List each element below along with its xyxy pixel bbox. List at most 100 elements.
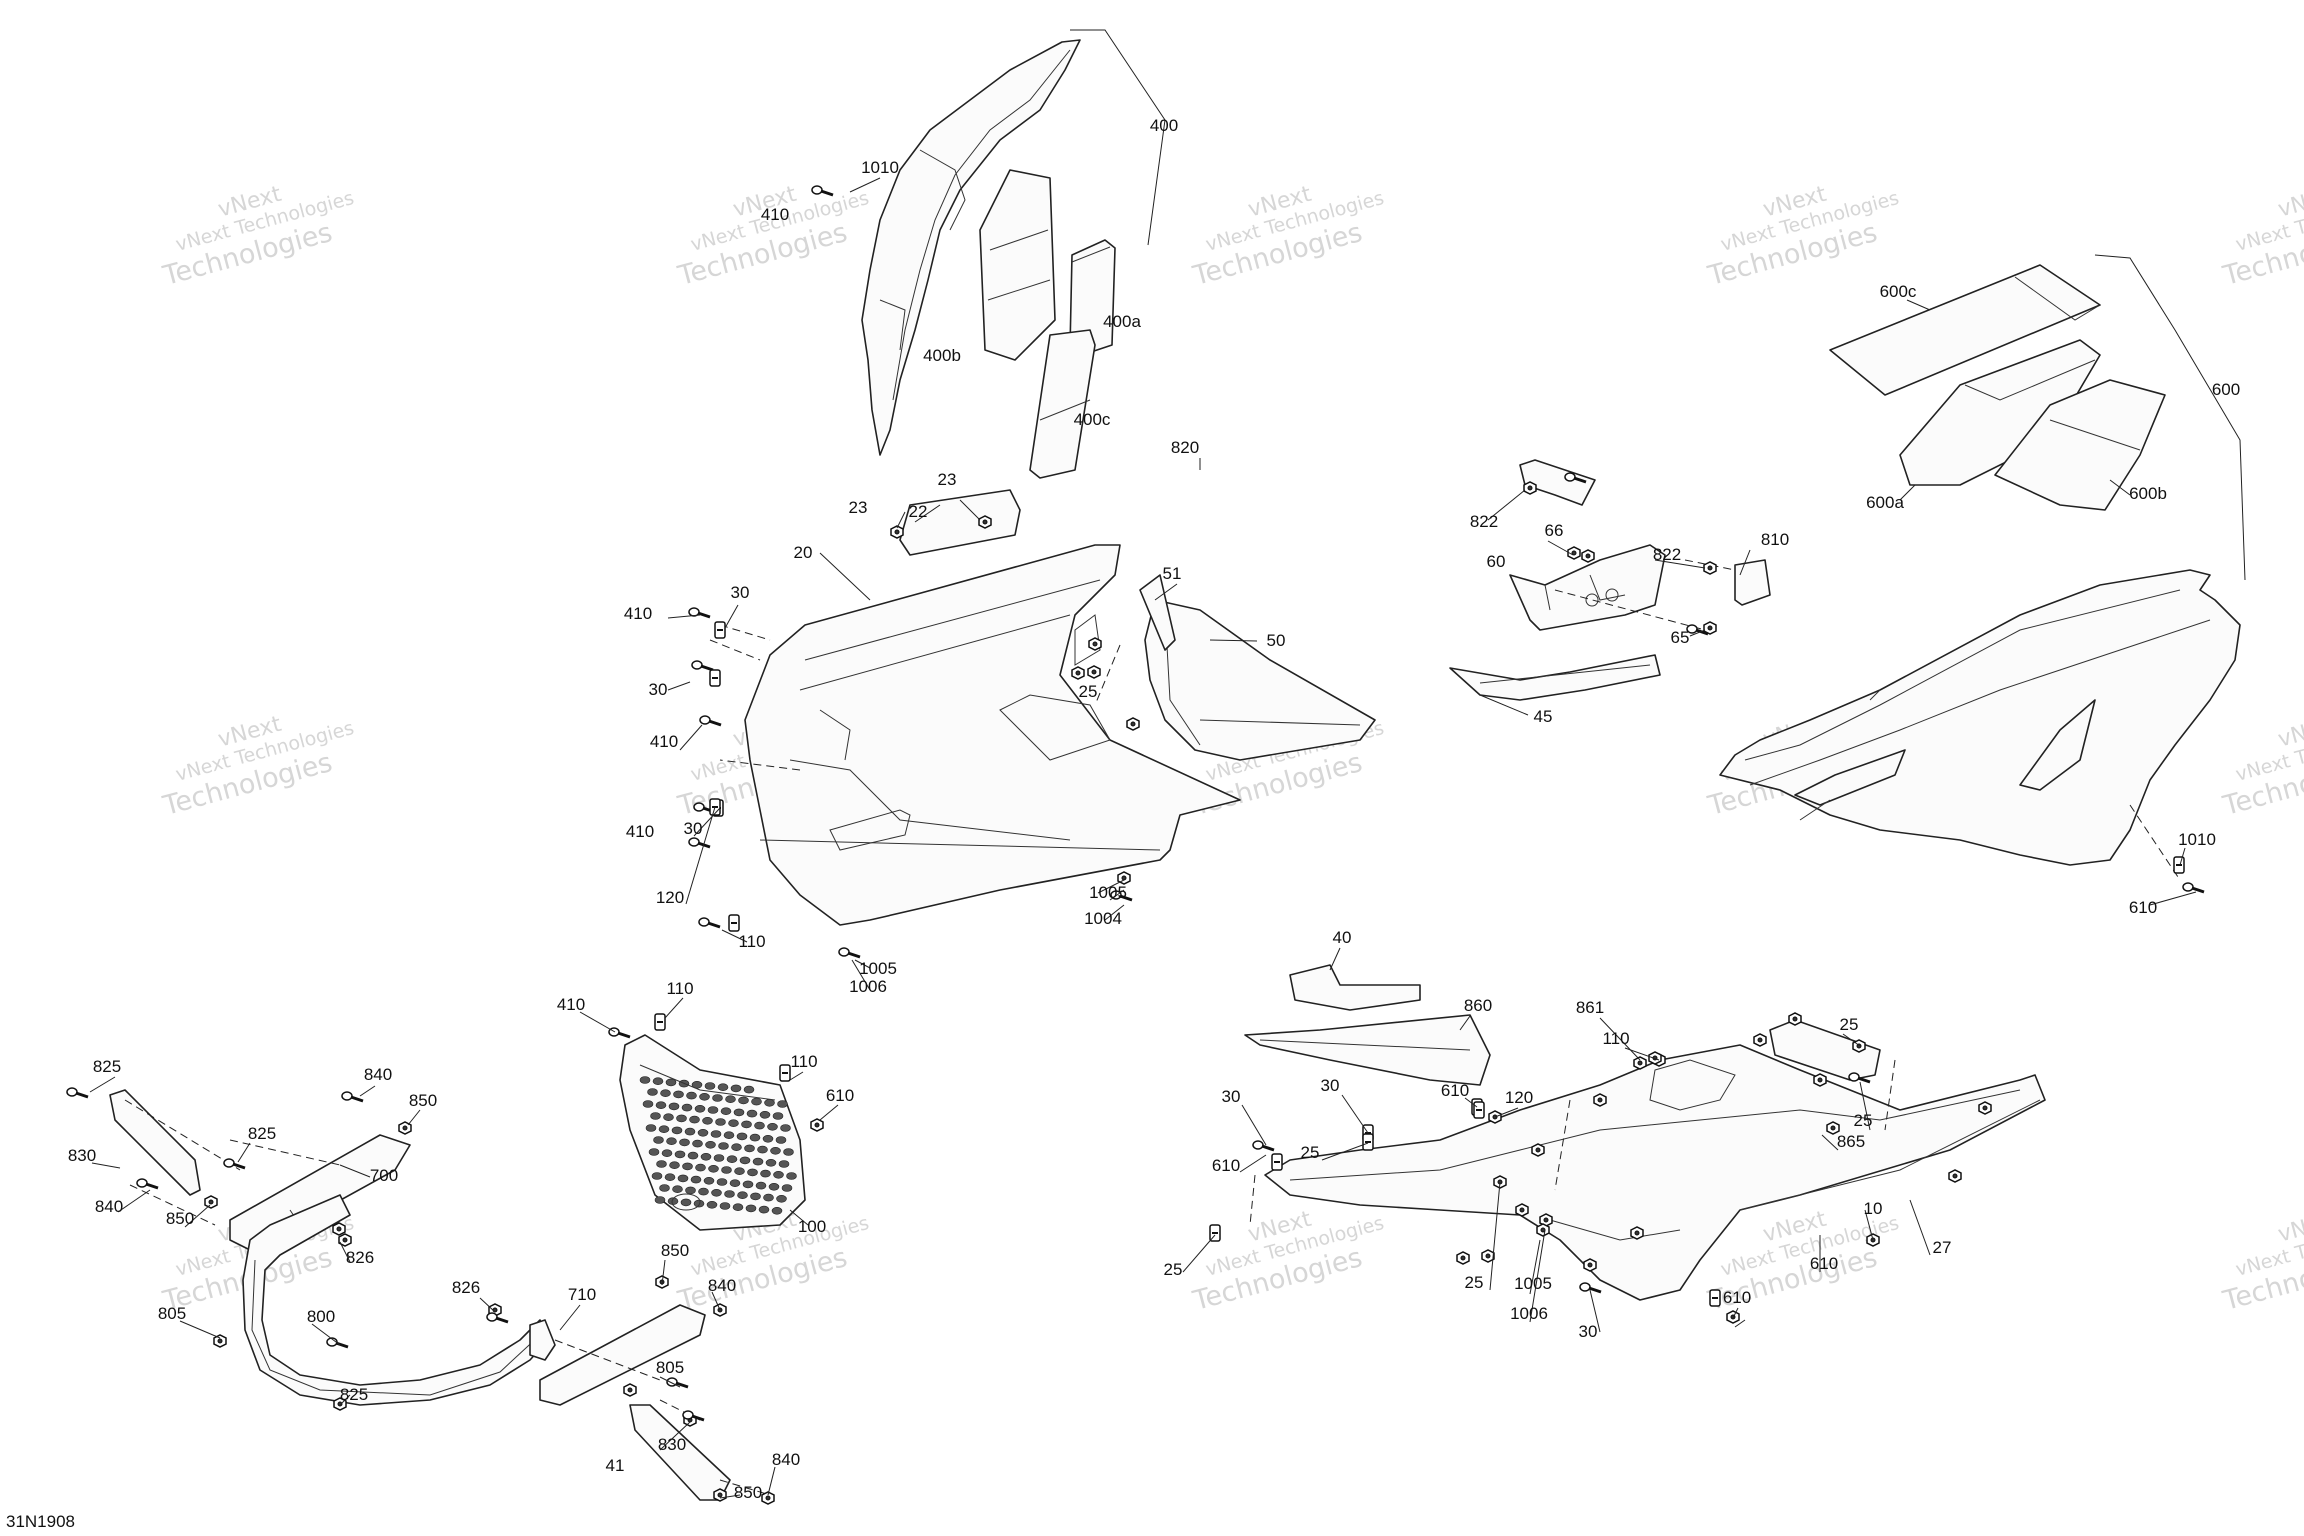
callout-label: 30: [731, 583, 750, 602]
leader-line: [1624, 1047, 1660, 1061]
grille-hole: [725, 1095, 736, 1103]
callout-label: 820: [1171, 438, 1199, 457]
grille-hole: [648, 1148, 660, 1156]
bolt-head: [223, 1158, 235, 1168]
callout-label: 610: [1441, 1081, 1469, 1100]
callout-label: 410: [626, 822, 654, 841]
grille-hole: [752, 1157, 764, 1166]
grille-hole: [773, 1171, 784, 1179]
grille-hole: [744, 1144, 755, 1153]
callout-label: 410: [557, 995, 585, 1014]
grille-hole: [659, 1184, 670, 1192]
grille-hole: [718, 1142, 729, 1150]
part-20-center-body: [744, 489, 1241, 926]
grille-hole: [656, 1160, 667, 1168]
grille-hole: [762, 1135, 774, 1143]
callout-label: 25: [1840, 1015, 1859, 1034]
grille-hole: [706, 1201, 718, 1209]
grille-hole: [758, 1205, 770, 1214]
grouping-brackets: [1070, 29, 2246, 581]
bolt-head: [691, 660, 703, 670]
nut-hole: [627, 1387, 633, 1393]
callout-label: 100: [798, 1217, 826, 1236]
callout-label: 110: [738, 932, 765, 951]
grille-hole: [760, 1169, 771, 1178]
callout-label: 826: [452, 1278, 480, 1297]
callout-label: 825: [340, 1385, 368, 1404]
nut-hole: [1757, 1037, 1763, 1043]
nut-hole: [1460, 1255, 1466, 1261]
leader-line: [819, 1104, 839, 1121]
grille-hole: [721, 1166, 732, 1174]
bolt-head: [2182, 882, 2194, 892]
bolt-head: [341, 1091, 353, 1101]
grille-hole: [728, 1119, 739, 1127]
callout-label: 25: [1465, 1273, 1484, 1292]
leader-line: [1487, 489, 1526, 521]
leader-line: [1489, 1181, 1501, 1291]
callout-label: 610: [1810, 1254, 1838, 1273]
leader-line: [2149, 891, 2197, 906]
leader-line: [1859, 1081, 1871, 1131]
grille-hole: [699, 1093, 710, 1101]
bolt-shank: [617, 1031, 631, 1039]
grille-hole: [768, 1183, 780, 1191]
grille-hole: [749, 1133, 761, 1142]
leader-line: [721, 929, 748, 943]
grille-hole: [686, 1091, 697, 1100]
bolt-head: [838, 947, 850, 957]
figure-code: 31N1908: [6, 1512, 76, 1531]
grille-hole: [734, 1167, 745, 1175]
leader-line: [659, 1421, 691, 1451]
grille-hole: [711, 1189, 722, 1197]
leader-line: [1341, 1094, 1369, 1134]
callout-label: 1005: [1089, 883, 1127, 902]
grille-hole: [757, 1145, 768, 1154]
callout-label: 600b: [2129, 484, 2167, 503]
bolt-shank: [1857, 1076, 1871, 1084]
leader-line: [667, 614, 701, 619]
grille-hole: [716, 1178, 728, 1186]
callout-label: 830: [68, 1146, 96, 1165]
leader-line: [559, 1304, 581, 1331]
grille-hole: [763, 1193, 774, 1202]
leader-line: [959, 499, 981, 521]
nut-hole: [342, 1237, 348, 1243]
leader-line: [479, 1297, 496, 1313]
callout-label: 600c: [1880, 282, 1917, 301]
grille-hole: [738, 1096, 749, 1105]
grille-hole: [704, 1082, 716, 1090]
bolt-shank: [847, 951, 861, 959]
leader-line: [1097, 879, 1125, 894]
grille-hole: [665, 1078, 677, 1087]
grille-hole: [776, 1195, 787, 1203]
part-40-shield: [1244, 1014, 1491, 1086]
callout-label: 610: [1723, 1288, 1751, 1307]
grille-hole: [715, 1118, 726, 1126]
callout-label: 800: [307, 1307, 335, 1326]
bolt-head: [682, 1410, 694, 1420]
grille-hole: [783, 1148, 794, 1156]
part-60-bracket-assembly: [1449, 459, 1771, 701]
grille-hole: [747, 1168, 758, 1177]
bolt-shank: [1261, 1144, 1275, 1152]
nut-hole: [1707, 565, 1713, 571]
leader-line: [1909, 1199, 1931, 1256]
callout-label: 30: [1579, 1322, 1598, 1341]
nut-hole: [814, 1122, 820, 1128]
leader-line: [1182, 1234, 1216, 1273]
nut-hole: [1634, 1230, 1640, 1236]
nut-hole: [1121, 875, 1127, 881]
callout-label: 45: [1534, 707, 1553, 726]
leader-line: [1494, 1107, 1519, 1118]
callout-label: 850: [409, 1091, 437, 1110]
leader-line: [1589, 1289, 1601, 1333]
leader-line: [1464, 1097, 1478, 1108]
grille-hole: [712, 1094, 723, 1102]
leader-line: [1899, 484, 1916, 501]
callout-label: 700: [370, 1166, 398, 1185]
bolt-head: [1564, 472, 1576, 482]
grille-hole: [690, 1175, 702, 1184]
grille-hole: [676, 1114, 687, 1123]
